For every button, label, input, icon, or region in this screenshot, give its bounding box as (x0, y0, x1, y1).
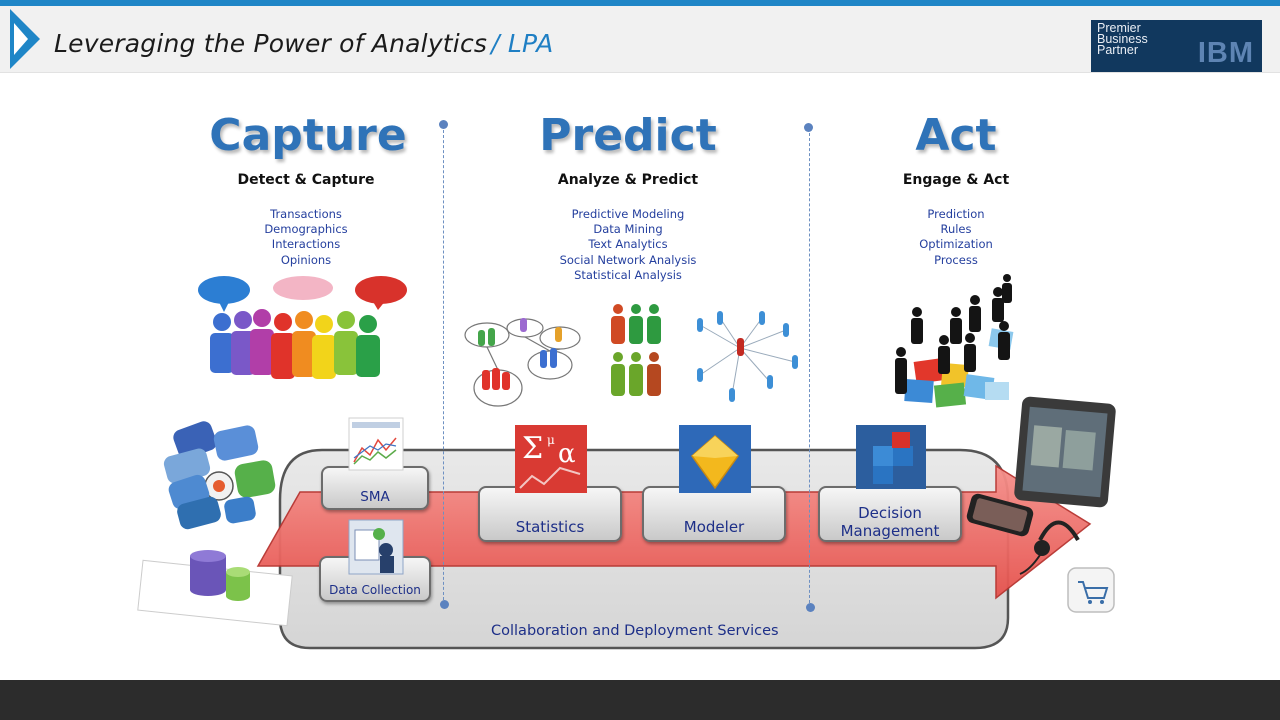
data-collection-module: Data Collection (319, 556, 431, 602)
decision-management-line-1: Decision (858, 504, 922, 522)
divider-1-bottom-dot (440, 600, 449, 609)
tablet-icon (1014, 396, 1117, 508)
people-grid-icon (611, 304, 661, 396)
list-item: Transactions (264, 207, 347, 222)
divider-1-top-dot (439, 120, 448, 129)
divider-2 (809, 128, 810, 608)
predict-title: Predict (539, 110, 716, 161)
handshake-puzzle-icon (895, 274, 1013, 408)
list-item: Interactions (264, 237, 347, 252)
modeler-module: Modeler (642, 486, 786, 542)
sma-chart-icon (349, 418, 403, 470)
act-subtitle: Engage & Act (903, 172, 1009, 188)
svg-text:μ: μ (546, 433, 554, 447)
shopping-cart-icon (1068, 568, 1114, 612)
svg-text:α: α (558, 439, 576, 469)
predict-list: Predictive Modeling Data Mining Text Ana… (560, 207, 697, 283)
statistics-module: Statistics (478, 486, 622, 542)
divider-2-top-dot (804, 123, 813, 132)
list-item: Optimization (919, 237, 993, 252)
decision-management-module: Decision Management (818, 486, 962, 542)
capture-list: Transactions Demographics Interactions O… (264, 207, 347, 268)
modeler-icon (679, 425, 751, 495)
capture-title: Capture (209, 110, 406, 161)
capture-subtitle: Detect & Capture (237, 172, 374, 188)
list-item: Data Mining (560, 222, 697, 237)
social-media-icons (162, 419, 277, 531)
list-item: Rules (919, 222, 993, 237)
diagram-graphics: Σ α μ (0, 0, 1280, 680)
decision-management-icon (856, 425, 926, 493)
list-item: Text Analytics (560, 237, 697, 252)
act-list: Prediction Rules Optimization Process (919, 207, 993, 268)
platform-label: Collaboration and Deployment Services (491, 623, 779, 639)
list-item: Process (919, 253, 993, 268)
divider-2-bottom-dot (806, 603, 815, 612)
act-title: Act (915, 110, 996, 161)
list-item: Prediction (919, 207, 993, 222)
sma-module: SMA (321, 466, 429, 510)
bottom-bar (0, 680, 1280, 720)
statistics-icon: Σ α μ (515, 425, 587, 495)
network-people-icon (697, 311, 798, 402)
list-item: Demographics (264, 222, 347, 237)
decision-management-line-2: Management (841, 522, 940, 540)
divider-1 (443, 125, 444, 605)
list-item: Statistical Analysis (560, 268, 697, 283)
list-item: Predictive Modeling (560, 207, 697, 222)
list-item: Opinions (264, 253, 347, 268)
analytics-diagram: Σ α μ Capture Detect & Capture Transacti… (0, 0, 1280, 680)
people-group-icon (198, 276, 407, 379)
social-network-icon (465, 318, 580, 406)
predict-subtitle: Analyze & Predict (558, 172, 698, 188)
list-item: Social Network Analysis (560, 253, 697, 268)
svg-text:Σ: Σ (522, 431, 543, 466)
